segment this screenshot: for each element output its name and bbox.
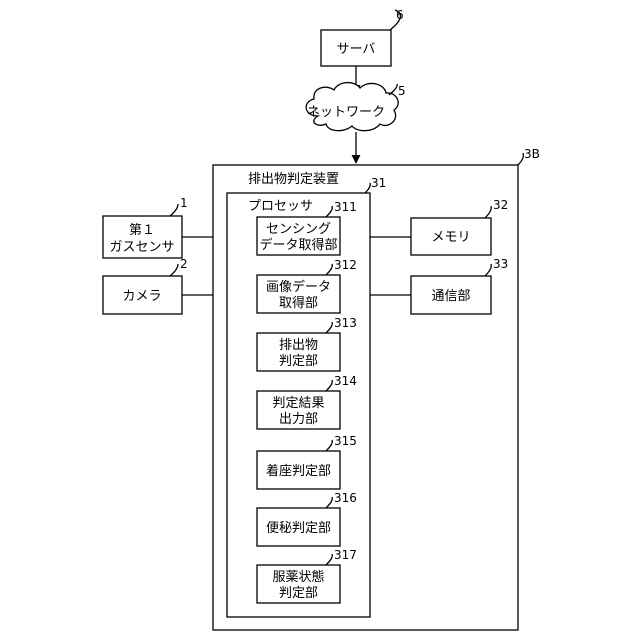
network-cloud: ネットワーク (306, 83, 398, 131)
memory-label: メモリ (431, 230, 470, 245)
camera-ref-leader (170, 264, 178, 276)
comm-node: 通信部 (411, 276, 491, 314)
device-ref-leader (518, 153, 523, 165)
processor-unit-label-2: 取得部 (279, 295, 318, 311)
memory-ref: 32 (493, 198, 508, 212)
processor-unit-label-2: 判定部 (279, 354, 318, 369)
processor-unit-label-1: 排出物 (279, 338, 318, 353)
gas-sensor-label-1: 第１ (129, 223, 155, 238)
processor-unit-ref: 317 (334, 548, 357, 562)
network-label: ネットワーク (307, 105, 385, 120)
processor-unit-ref: 312 (334, 258, 357, 272)
processor-unit-ref: 316 (334, 491, 357, 505)
processor-unit-label-2: 判定部 (279, 586, 318, 601)
camera-node: カメラ (103, 276, 182, 314)
gas-sensor-ref-leader (170, 204, 178, 216)
processor-unit-label-1: 画像データ (266, 279, 331, 295)
processor-unit-label-1: 判定結果 (272, 396, 324, 411)
processor-unit-ref: 313 (334, 316, 357, 330)
processor-unit-label-1: 服薬状態 (272, 569, 324, 585)
processor-unit-ref: 311 (334, 200, 357, 214)
server-ref: 6 (396, 8, 404, 22)
comm-ref: 33 (493, 257, 508, 271)
processor-title: プロセッサ (248, 199, 313, 214)
comm-label: 通信部 (431, 289, 470, 304)
processor-unit-label-2: 出力部 (279, 412, 318, 427)
network-ref: 5 (398, 84, 406, 98)
gas-sensor-label-2: ガスセンサ (109, 240, 174, 255)
device-title: 排出物判定装置 (248, 172, 339, 187)
processor-unit-label: 便秘判定部 (266, 521, 331, 536)
gas-sensor-node: 第１ ガスセンサ (103, 216, 182, 258)
processor-ref: 31 (371, 176, 386, 190)
device-ref: 3B (524, 147, 540, 161)
camera-ref: 2 (180, 257, 188, 271)
processor-unit-label-2: データ取得部 (259, 237, 337, 253)
gas-sensor-ref: 1 (180, 196, 188, 210)
processor-unit-ref: 315 (334, 434, 357, 448)
server-label: サーバ (337, 42, 376, 57)
processor-unit-ref: 314 (334, 374, 357, 388)
memory-node: メモリ (411, 218, 491, 255)
network-ref-leader (389, 84, 397, 95)
processor-unit-label: 着座判定部 (266, 463, 331, 479)
processor-unit-label-1: センシング (266, 222, 331, 237)
camera-label: カメラ (122, 289, 161, 304)
server-node: サーバ (321, 30, 391, 66)
